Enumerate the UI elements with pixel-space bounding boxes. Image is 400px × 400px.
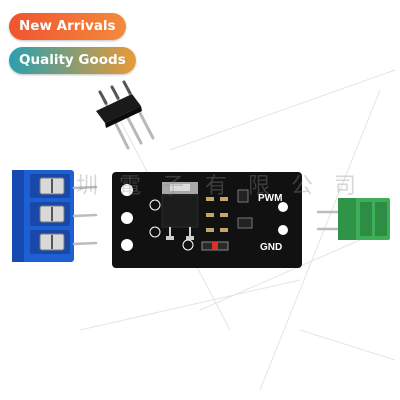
pwm-label: PWM bbox=[258, 193, 282, 204]
board-mounting-holes bbox=[121, 184, 288, 251]
gnd-label: GND bbox=[260, 242, 282, 253]
new-arrivals-badge[interactable]: New Arrivals bbox=[9, 13, 126, 40]
smd-components bbox=[201, 189, 253, 251]
mosfet-body bbox=[161, 194, 199, 228]
new-arrivals-label: New Arrivals bbox=[19, 18, 116, 34]
quality-goods-label: Quality Goods bbox=[19, 52, 126, 68]
header-pins bbox=[96, 80, 155, 150]
blue-screw-terminal bbox=[12, 170, 98, 262]
mosfet-board: PWM GND bbox=[112, 172, 302, 268]
quality-goods-badge[interactable]: Quality Goods bbox=[9, 47, 136, 74]
green-screw-terminal bbox=[316, 198, 390, 240]
watermark-text: 圳 電 子 有 限 公 司 bbox=[76, 174, 363, 199]
